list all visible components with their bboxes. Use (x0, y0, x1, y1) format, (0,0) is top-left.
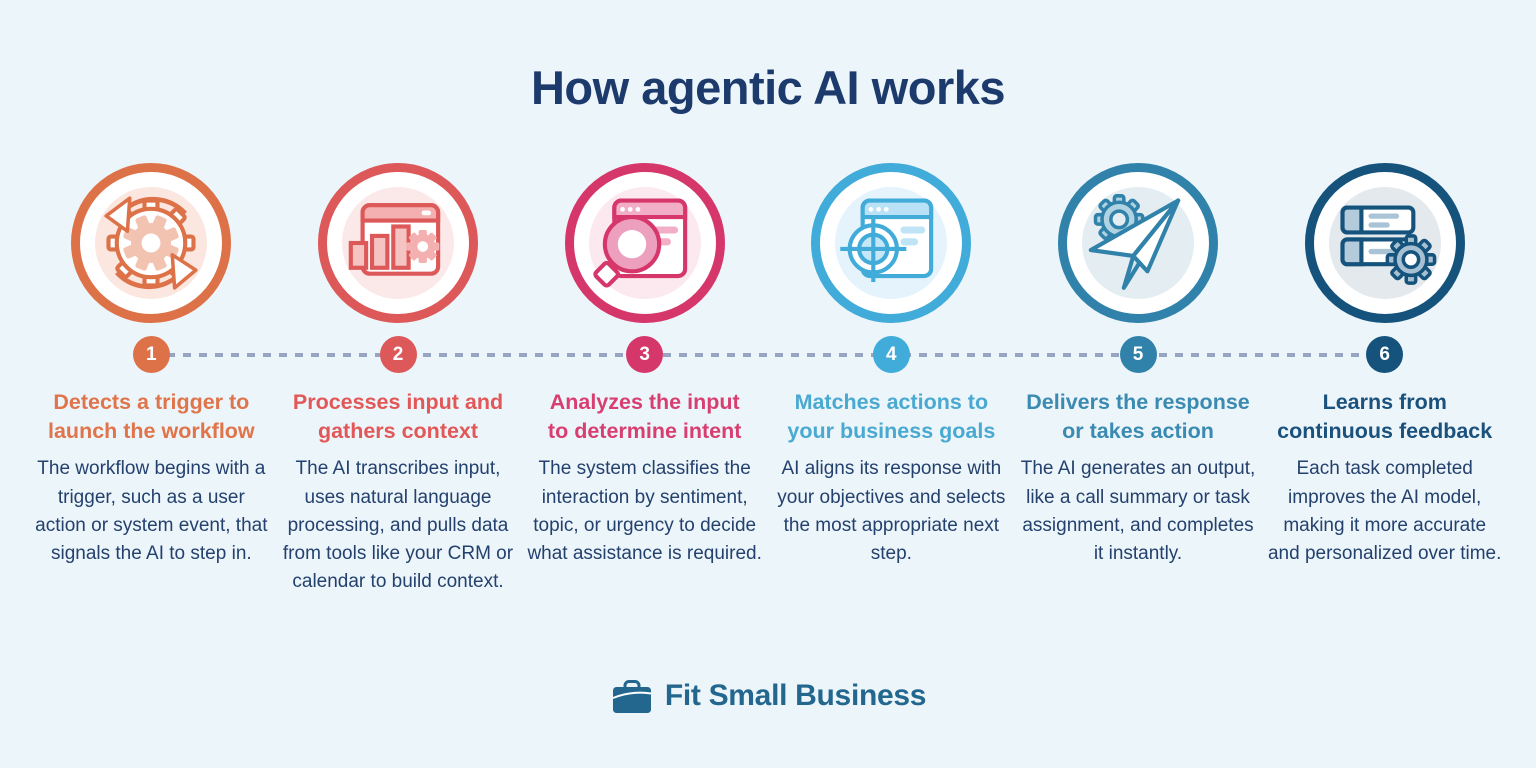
step-5-description: The AI generates an output, like a call … (1020, 458, 1256, 564)
step-2-title-line2: gathers context (317, 419, 479, 444)
step-4-title: Matches actions to your business goals (787, 388, 995, 446)
gear-paper-plane-icon (1088, 194, 1181, 290)
step-1-description: The workflow begins with a trigger, such… (35, 458, 268, 564)
step-2: 2 Processes input and gathers context Th… (275, 163, 522, 596)
step-1-title-line2: launch the workflow (48, 419, 255, 444)
briefcase-icon (612, 680, 651, 713)
step-4-icon-circle (811, 163, 972, 323)
page-title: How agentic AI works (530, 61, 1006, 114)
step-2-title-line1: Processes input and (292, 390, 504, 414)
dashed-connector-line (151, 353, 1385, 357)
step-4-number-badge: 4 (872, 336, 910, 373)
step-6: 6 Learns from continuous feedback Each t… (1261, 163, 1508, 596)
step-3-description: The system classifies the interaction by… (527, 458, 762, 564)
step-2-number-badge: 2 (379, 336, 417, 373)
step-3-title-line2: to determine intent (547, 419, 742, 444)
step-3-icon-circle (564, 163, 725, 323)
step-1-title: Detects a trigger to launch the workflow (48, 388, 255, 446)
step-1-title-line1: Detects a trigger to (53, 390, 250, 414)
workflow-loop-gear-icon (104, 196, 198, 290)
steps-row: 1 Detects a trigger to launch the workfl… (28, 163, 1508, 596)
step-1-icon-circle (71, 163, 232, 323)
step-6-description: Each task completed improves the AI mode… (1267, 458, 1502, 564)
step-6-title-line1: Learns from (1322, 390, 1447, 414)
step-4-title-line1: Matches actions to (794, 390, 989, 414)
step-6-title: Learns from continuous feedback (1277, 388, 1492, 446)
analytics-window-gear-icon (348, 203, 441, 276)
step-6-title-line2: continuous feedback (1277, 419, 1493, 444)
target-window-icon (840, 198, 934, 282)
step-2-description: The AI transcribes input, uses natural l… (282, 458, 514, 592)
step-5: 5 Delivers the response or takes action … (1015, 163, 1262, 596)
step-3-title-line1: Analyzes the input (549, 390, 740, 414)
step-3-number-badge: 3 (626, 336, 664, 373)
step-3: 3 Analyzes the input to determine intent… (521, 163, 768, 596)
step-4-title-line2: your business goals (787, 419, 996, 444)
step-3-title: Analyzes the input to determine intent (548, 388, 742, 446)
step-6-icon-circle (1304, 163, 1465, 323)
step-5-number-badge: 5 (1119, 336, 1157, 373)
step-2-icon-circle (318, 163, 478, 323)
step-6-number-badge: 6 (1366, 336, 1404, 373)
server-stack-gear-icon (1340, 205, 1437, 285)
step-4: 4 Matches actions to your business goals… (768, 163, 1015, 596)
search-window-icon (592, 198, 687, 288)
brand-logo: Fit Small Business (0, 676, 1536, 716)
step-5-title-line1: Delivers the response (1026, 390, 1250, 414)
step-2-title: Processes input and gathers context (293, 388, 503, 446)
step-1-number-badge: 1 (132, 336, 170, 373)
step-1: 1 Detects a trigger to launch the workfl… (28, 163, 275, 596)
step-5-title: Delivers the response or takes action (1026, 388, 1249, 446)
brand-name: Fit Small Business (664, 679, 927, 712)
step-5-title-line2: or takes action (1062, 419, 1214, 444)
step-5-icon-circle (1058, 163, 1219, 323)
step-4-description: AI aligns its response with your objecti… (777, 458, 1006, 564)
